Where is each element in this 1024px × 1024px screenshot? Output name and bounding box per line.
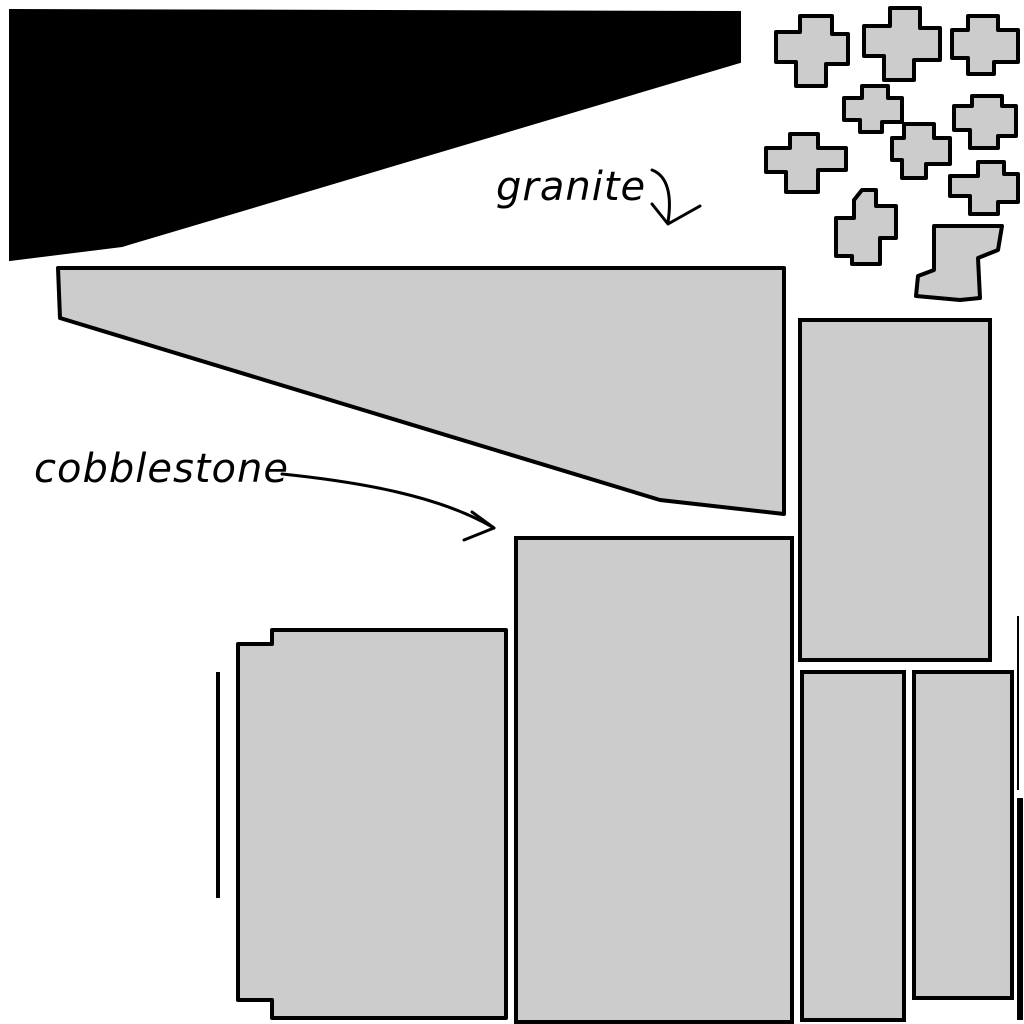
cobblestone-block (514, 536, 794, 1024)
granite-chunk (834, 188, 898, 266)
cobblestone-arrowhead (462, 510, 496, 542)
granite-chunk (862, 6, 942, 82)
stone-block (912, 670, 1014, 1000)
granite-chunk (842, 84, 904, 134)
granite-chunk (948, 160, 1020, 216)
granite-chunk (764, 132, 848, 194)
granite-chunk (774, 14, 850, 88)
stone-block-notched (236, 628, 508, 1020)
stone-block (800, 670, 906, 1022)
granite-chunk (952, 94, 1018, 150)
granite-arrow (650, 168, 671, 224)
cobblestone-arrow (280, 472, 496, 530)
granite-chunk (914, 224, 1004, 302)
cobblestone-label: cobblestone (34, 446, 289, 492)
granite-chunk (950, 14, 1020, 76)
granite-wedge (56, 266, 786, 516)
granite-chunk (890, 122, 952, 180)
granite-label: granite (496, 164, 646, 210)
black-wedge (9, 8, 741, 262)
granite-arrowhead (650, 202, 702, 226)
granite-chunk-group (764, 6, 1020, 302)
stone-block (798, 318, 992, 662)
